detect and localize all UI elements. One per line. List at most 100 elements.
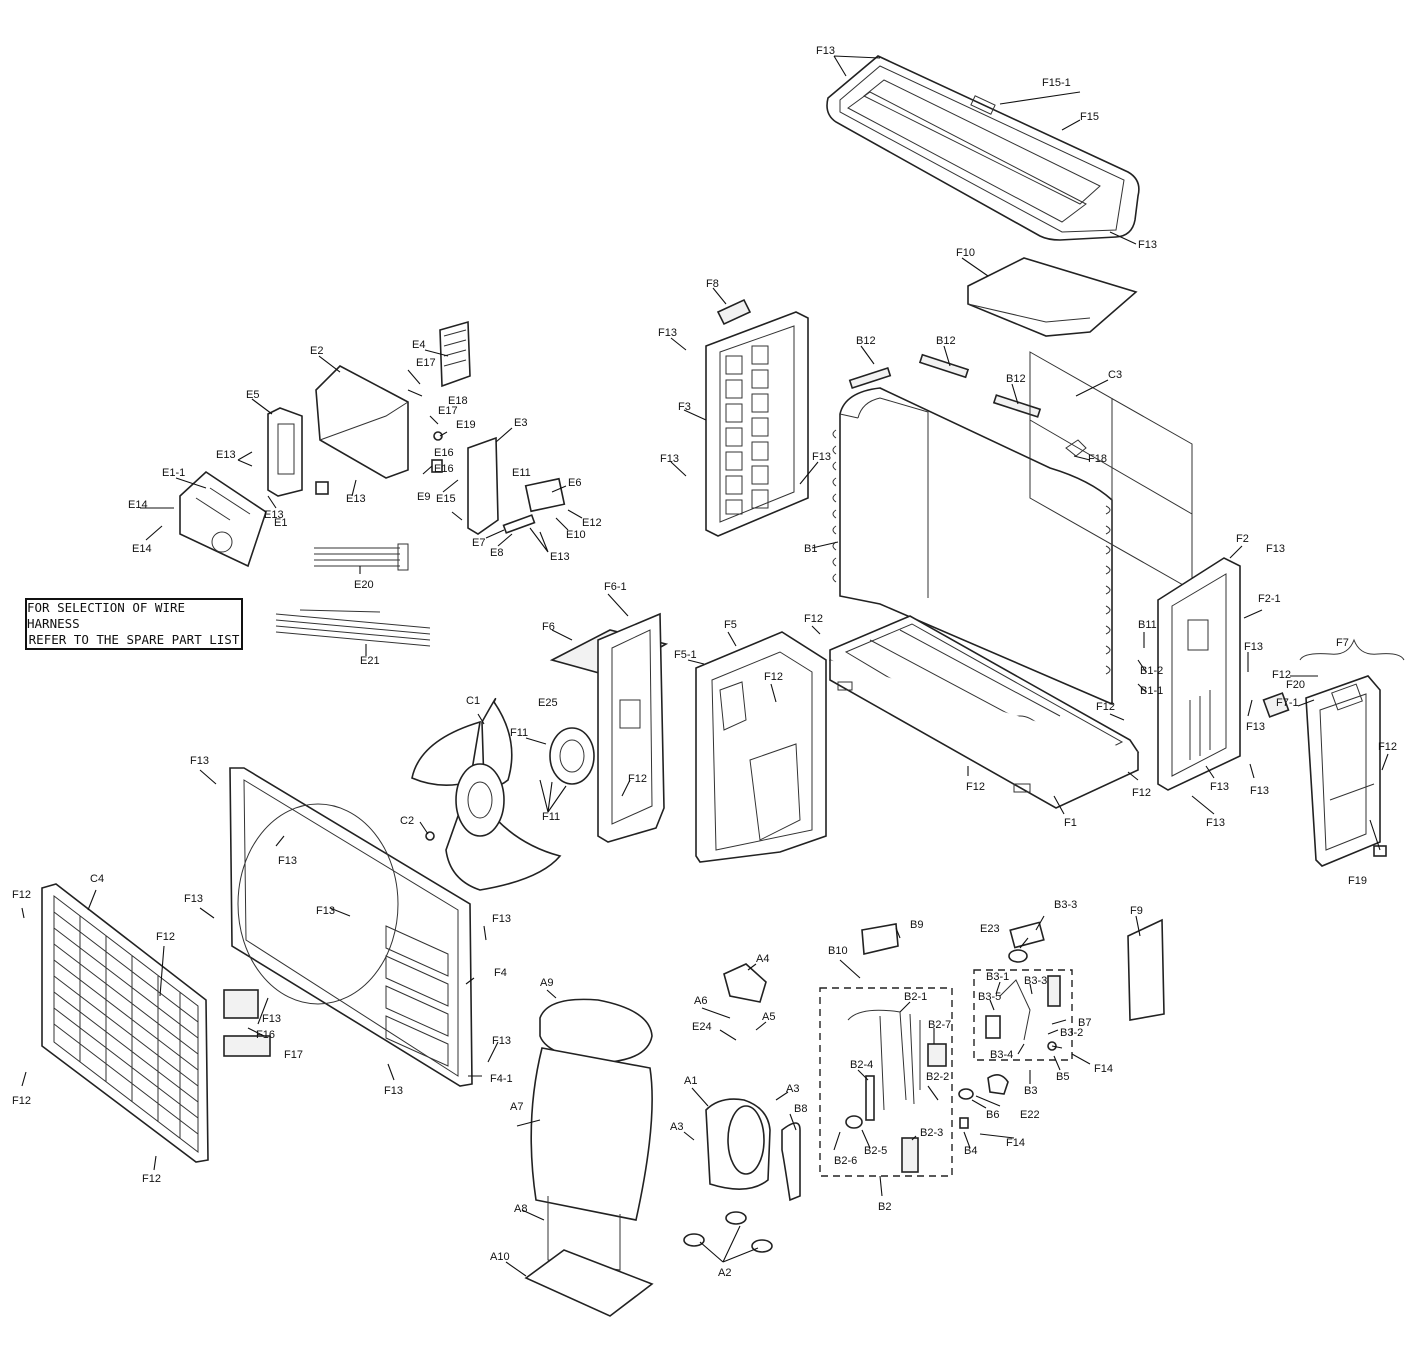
heat-exchanger-b1 <box>832 353 1113 706</box>
label-a3: A3 <box>786 1083 799 1095</box>
label-c1: C1 <box>466 695 480 707</box>
side-panel-f2 <box>1157 557 1241 791</box>
label-f12: F12 <box>142 1173 161 1185</box>
label-b2-3: B2-3 <box>920 1127 943 1139</box>
label-f19: F19 <box>1348 875 1367 887</box>
label-f12: F12 <box>12 1095 31 1107</box>
label-f13: F13 <box>492 913 511 925</box>
label-e16: E16 <box>434 463 454 475</box>
label-f4-1: F4-1 <box>490 1073 513 1085</box>
label-e19: E19 <box>456 419 476 431</box>
label-f12: F12 <box>628 773 647 785</box>
cover-f10 <box>967 257 1138 337</box>
label-f10: F10 <box>956 247 975 259</box>
label-b1: B1 <box>804 543 817 555</box>
label-f9: F9 <box>1130 905 1143 917</box>
label-b2-7: B2-7 <box>928 1019 951 1031</box>
label-f14: F14 <box>1094 1063 1113 1075</box>
label-f12: F12 <box>1378 741 1397 753</box>
label-e25: E25 <box>538 697 558 709</box>
label-c2: C2 <box>400 815 414 827</box>
label-e13: E13 <box>550 551 570 563</box>
label-e3: E3 <box>514 417 527 429</box>
group-b3-box <box>973 969 1073 1061</box>
label-e13: E13 <box>346 493 366 505</box>
label-e22: E22 <box>1020 1109 1040 1121</box>
label-e1-1: E1-1 <box>162 467 185 479</box>
label-b11: B11 <box>1138 619 1157 631</box>
label-e4: E4 <box>412 339 425 351</box>
label-e20: E20 <box>354 579 374 591</box>
label-e14: E14 <box>132 543 152 555</box>
label-f11: F11 <box>542 811 560 823</box>
compressor-group <box>524 963 801 1317</box>
wire-harness-note: FOR SELECTION OF WIRE HARNESS REFER TO T… <box>25 598 243 650</box>
label-f13: F13 <box>492 1035 511 1047</box>
label-e7: E7 <box>472 537 485 549</box>
label-f7: F7 <box>1336 637 1349 649</box>
label-f3: F3 <box>678 401 691 413</box>
label-f2: F2 <box>1236 533 1249 545</box>
label-b3-5: B3-5 <box>978 991 1001 1003</box>
label-a4: A4 <box>756 953 769 965</box>
label-f13: F13 <box>1250 785 1269 797</box>
label-a8: A8 <box>514 1203 527 1215</box>
label-f12: F12 <box>764 671 783 683</box>
label-a3: A3 <box>670 1121 683 1133</box>
label-b9: B9 <box>910 919 923 931</box>
label-b5: B5 <box>1056 1071 1069 1083</box>
label-e8: E8 <box>490 547 503 559</box>
top-panel-f15 <box>826 55 1140 241</box>
label-b4: B4 <box>964 1145 977 1157</box>
label-f13: F13 <box>262 1013 281 1025</box>
label-b3-2: B3-2 <box>1060 1027 1083 1039</box>
label-e18: E18 <box>448 395 468 407</box>
label-f12: F12 <box>804 613 823 625</box>
label-f13: F13 <box>1138 239 1157 251</box>
service-panel-f7 <box>1262 638 1405 867</box>
label-a2: A2 <box>718 1267 731 1279</box>
note-line-1: FOR SELECTION OF WIRE HARNESS <box>27 600 186 631</box>
label-f15-1: F15-1 <box>1042 77 1071 89</box>
label-f13: F13 <box>278 855 297 867</box>
label-f14: F14 <box>1006 1137 1025 1149</box>
label-b12: B12 <box>936 335 956 347</box>
label-c3: C3 <box>1108 369 1122 381</box>
label-a10: A10 <box>490 1251 510 1263</box>
label-f13: F13 <box>190 755 209 767</box>
label-b2-4: B2-4 <box>850 1059 873 1071</box>
label-c4: C4 <box>90 873 104 885</box>
label-e12: E12 <box>582 517 602 529</box>
label-e11: E11 <box>512 467 531 479</box>
label-e14: E14 <box>128 499 148 511</box>
label-e5: E5 <box>246 389 259 401</box>
label-f6: F6 <box>542 621 555 633</box>
label-b3-1: B3-1 <box>986 971 1009 983</box>
label-f8: F8 <box>706 278 719 290</box>
label-f4: F4 <box>494 967 507 979</box>
label-f13: F13 <box>816 45 835 57</box>
label-f11: F11 <box>510 727 528 739</box>
label-b10: B10 <box>828 945 848 957</box>
label-a9: A9 <box>540 977 553 989</box>
label-b2-1: B2-1 <box>904 991 927 1003</box>
label-f13: F13 <box>1210 781 1229 793</box>
motor-bracket-f6 <box>549 612 669 843</box>
label-b2: B2 <box>878 1201 891 1213</box>
label-f13: F13 <box>316 905 335 917</box>
label-e15: E15 <box>436 493 456 505</box>
label-f13: F13 <box>1244 641 1263 653</box>
label-b3: B3 <box>1024 1085 1037 1097</box>
refrigerant-parts <box>845 918 1165 1173</box>
label-f13: F13 <box>184 893 203 905</box>
label-f13: F13 <box>812 451 831 463</box>
label-f16: F16 <box>256 1029 275 1041</box>
label-e10: E10 <box>566 529 586 541</box>
label-f5: F5 <box>724 619 737 631</box>
label-a6: A6 <box>694 995 707 1007</box>
label-e1: E1 <box>274 517 287 529</box>
base-pan-f1 <box>829 615 1140 809</box>
label-b3-3: B3-3 <box>1024 975 1047 987</box>
fan-c1 <box>411 697 595 891</box>
